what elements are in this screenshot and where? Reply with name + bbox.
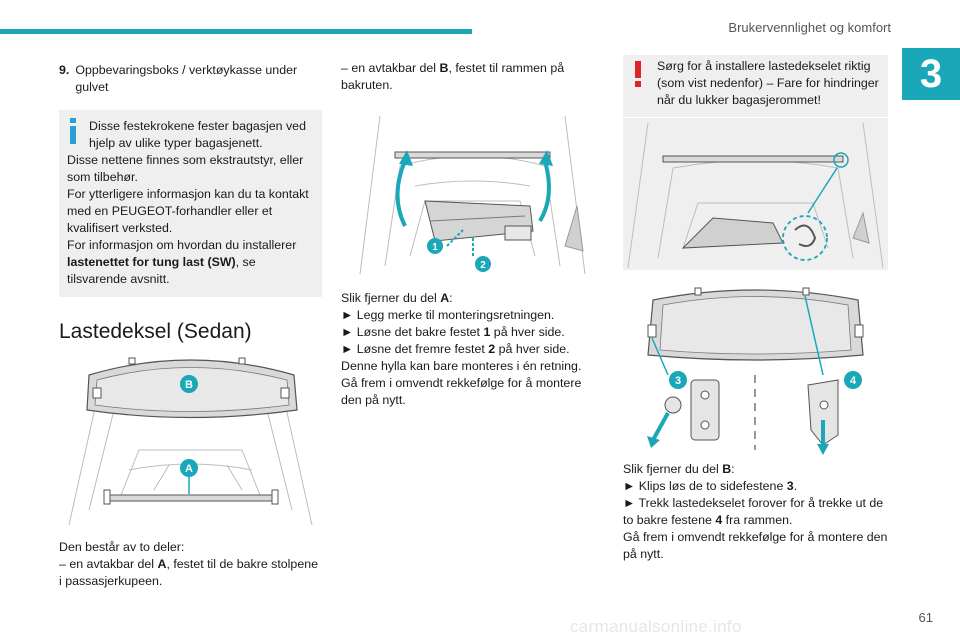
trunk-illustration-remove-a: 1 2 [359, 115, 586, 275]
part-a-text: – en avtakbar del A, festet til de bakre… [59, 557, 318, 588]
list-item-9: 9. Oppbevaringsboks / verktøykasse under… [59, 62, 322, 96]
step-b-1: ► Klips løs de to sidefestene 3. [623, 479, 798, 493]
step-b-2: ► Trekk lastedekselet forover for å trek… [623, 496, 884, 527]
remove-a-heading: Slik fjerner du del A: [341, 291, 453, 305]
page-number: 61 [918, 610, 933, 625]
warning-text: Sørg for å installere lastedekselet rikt… [657, 59, 879, 107]
info-text-1: Disse festekrokene fester bagasjen ved h… [89, 119, 306, 150]
marker-4 [844, 371, 862, 389]
info-box: Disse festekrokene fester bagasjen ved h… [59, 110, 322, 297]
marker-4-label: 4 [850, 375, 857, 387]
trunk-illustration-clips: 3 4 [647, 287, 864, 455]
note-b-reassemble: Gå frem i omvendt rekkefølge for å monte… [623, 530, 888, 561]
note-one-direction: Denne hylla kan bare monteres i én retni… [341, 359, 582, 373]
marker-1 [427, 238, 443, 254]
marker-3-label: 3 [675, 375, 681, 387]
marker-2-label: 2 [480, 260, 486, 271]
warning-icon [635, 61, 641, 87]
column-3: Sørg for å installere lastedekselet rikt… [623, 55, 888, 563]
note-reassemble: Gå frem i omvendt rekkefølge for å monte… [341, 376, 582, 407]
trunk-illustration-ab: B A [59, 350, 322, 530]
chapter-badge: 3 [902, 48, 960, 100]
step-2: ► Løsne det bakre festet 1 på hver side. [341, 325, 565, 339]
consists-text: Den består av to deler: [59, 540, 185, 554]
info-text-4: For informasjon om hvordan du installere… [67, 238, 297, 286]
marker-a [180, 459, 198, 477]
info-text-3: For ytterligere informasjon kan du ta ko… [67, 187, 309, 235]
trunk-illustration-correct-install [623, 118, 888, 270]
marker-b-label: B [185, 379, 193, 391]
column-1: 9. Oppbevaringsboks / verktøykasse under… [59, 60, 322, 590]
column-2: – en avtakbar del B, festet til rammen p… [341, 60, 604, 409]
marker-1-label: 1 [432, 242, 438, 253]
part-b-text: – en avtakbar del B, festet til rammen p… [341, 61, 565, 92]
marker-b [180, 375, 198, 393]
header-accent-bar [0, 29, 472, 34]
step-3: ► Løsne det fremre festet 2 på hver side… [341, 342, 570, 356]
info-text-2: Disse nettene finnes som ekstrautstyr, e… [67, 153, 304, 184]
watermark: carmanualsonline.info [570, 617, 742, 636]
info-icon [70, 118, 76, 144]
list-text: Oppbevaringsboks / verktøykasse under gu… [75, 63, 298, 94]
marker-2 [475, 256, 491, 272]
step-1: ► Legg merke til monteringsretningen. [341, 308, 555, 322]
remove-b-heading: Slik fjerner du del B: [623, 462, 735, 476]
running-header: Brukervennlighet og komfort [728, 20, 891, 35]
marker-a-label: A [185, 463, 193, 475]
list-number: 9. [59, 63, 70, 77]
section-title: Lastedeksel (Sedan) [59, 320, 252, 343]
marker-3 [669, 371, 687, 389]
warning-box: Sørg for å installere lastedekselet rikt… [623, 55, 888, 117]
